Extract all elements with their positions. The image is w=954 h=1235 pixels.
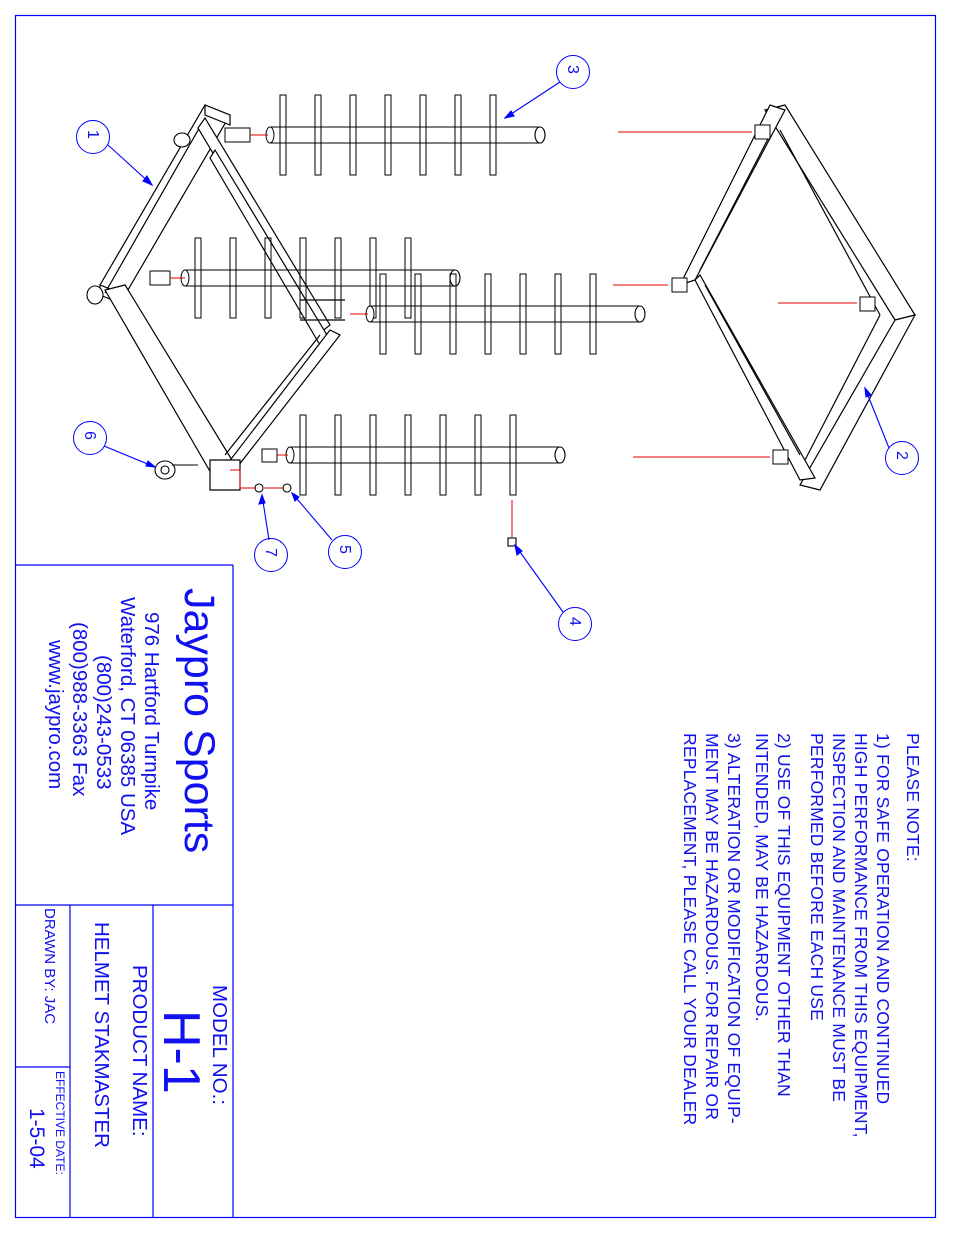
callout-5 (328, 535, 362, 569)
company-fax: (800)988-3363 Fax (68, 622, 91, 797)
product-name: HELMET STAKMASTER (90, 922, 113, 1148)
company-address: 976 Hartford Turnpike (140, 612, 163, 811)
company-city: Waterford, CT 06385 USA (116, 597, 139, 836)
note-line: 3) ALTERATION OR MODIFICATION OF EQUIP- (724, 733, 744, 1124)
callout-number: 1 (84, 130, 101, 139)
model-number: H-1 (152, 1010, 210, 1094)
effective-date-label: EFFECTIVE DATE: (53, 1071, 67, 1175)
callout-number: 7 (262, 548, 279, 557)
effective-date: 1-5-04 (25, 1108, 48, 1169)
product-label: PRODUCT NAME: (128, 965, 151, 1137)
company-phone: (800)243-0533 (92, 655, 115, 790)
company-name: Jaypro Sports (175, 588, 223, 854)
note-line: HIGH PERFORMANCE FROM THIS EQUIPMENT, (851, 733, 871, 1138)
note-line: REPLACEMENT, PLEASE CALL YOUR DEALER (680, 733, 700, 1126)
note-line: INTENDED, MAY BE HAZARDOUS. (752, 733, 772, 1022)
callout-number: 3 (564, 65, 581, 74)
callout-7 (254, 538, 288, 572)
callout-number: 6 (81, 431, 98, 440)
note-line: INSPECTION AND MAINTENANCE MUST BE (829, 733, 849, 1103)
note-line: 2) USE OF THIS EQUIPMENT OTHER THAN (774, 733, 794, 1097)
callout-number: 4 (566, 617, 583, 626)
note-line: 1) FOR SAFE OPERATION AND CONTINUED (873, 733, 893, 1105)
notes-heading: PLEASE NOTE: (903, 733, 923, 862)
callout-4 (558, 607, 592, 641)
note-line: MENT MAY BE HAZARDOUS. FOR REPAIR OR (702, 733, 722, 1121)
callout-6 (73, 421, 107, 455)
callout-number: 5 (336, 545, 353, 554)
company-website: www.jaypro.com (44, 640, 67, 790)
note-line: PERFORMED BEFORE EACH USE (807, 733, 827, 1021)
drawn-by: DRAWN BY: JAC (41, 908, 58, 1025)
callout-3 (556, 55, 590, 89)
callout-2 (885, 441, 919, 475)
model-label: MODEL NO.: (208, 985, 231, 1105)
callout-number: 2 (893, 451, 910, 460)
callout-1 (76, 120, 110, 154)
